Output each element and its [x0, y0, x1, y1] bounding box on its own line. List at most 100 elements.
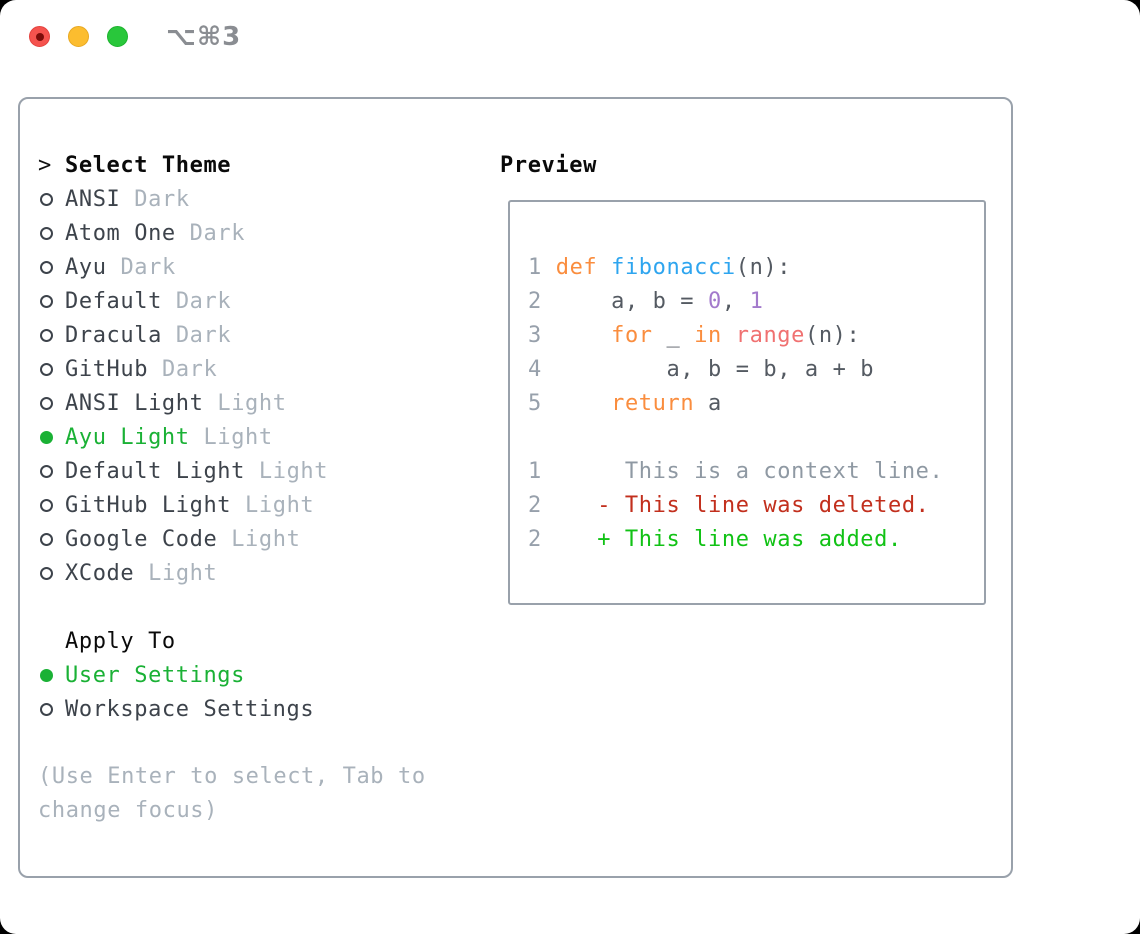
theme-item-ansi-dark[interactable]: ANSI Dark: [38, 182, 483, 216]
code-token: a: [694, 390, 722, 416]
theme-item-label: XCode: [65, 560, 135, 586]
theme-item-variant: Light: [148, 560, 218, 586]
apply-to-item-label: Workspace Settings: [65, 696, 315, 722]
radio-icon: [40, 702, 53, 716]
theme-item-github-dark[interactable]: GitHub Dark: [38, 352, 483, 386]
theme-item-label: Atom One: [65, 220, 176, 246]
theme-item-ayu-light[interactable]: Ayu Light Light: [38, 420, 483, 454]
diff-context-line: 1 This is a context line.: [528, 454, 984, 488]
code-token: def: [555, 254, 612, 280]
radio-selected-icon: [40, 668, 53, 682]
radio-icon: [40, 566, 53, 580]
diff-added-line: 2 + This line was added.: [528, 522, 984, 556]
keyboard-hint: (Use Enter to select, Tab to change focu…: [38, 764, 426, 823]
theme-item-label: Dracula: [65, 322, 162, 348]
code-token: (n):: [804, 322, 861, 348]
theme-item-variant: Dark: [175, 322, 232, 348]
theme-item-ayu-dark[interactable]: Ayu Dark: [38, 250, 483, 284]
code-token: a, b = b, a + b: [541, 356, 875, 382]
code-token: (n):: [735, 254, 792, 280]
code-token: [542, 255, 556, 280]
theme-item-variant: Dark: [161, 356, 218, 382]
pointer-icon: >: [38, 152, 52, 178]
close-dot-icon: [35, 32, 44, 41]
radio-icon: [40, 396, 53, 410]
theme-item-label: Ayu: [65, 254, 107, 280]
theme-item-atom-one-dark[interactable]: Atom One Dark: [38, 216, 483, 250]
theme-item-variant: Light: [217, 390, 287, 416]
apply-to-user-settings[interactable]: User Settings: [38, 658, 483, 692]
theme-item-dracula-dark[interactable]: Dracula Dark: [38, 318, 483, 352]
code-token: - This line was deleted.: [541, 492, 930, 518]
line-number: 3: [528, 322, 542, 348]
window-title: ⌥⌘3: [166, 22, 242, 52]
theme-item-label: Google Code: [65, 526, 218, 552]
code-token: This is a context line.: [541, 458, 944, 484]
line-number: 2: [528, 288, 542, 314]
code-token: fibonacci: [611, 254, 736, 280]
theme-picker-panel: > Select Theme ANSI Dark Atom One Dark A…: [18, 97, 1013, 878]
close-button-icon[interactable]: [29, 26, 50, 47]
theme-item-label: ANSI: [65, 186, 121, 212]
line-number: 5: [528, 390, 542, 416]
code-token: range: [735, 322, 805, 348]
apply-to-header: Apply To: [38, 624, 483, 658]
code-token: for: [611, 322, 653, 348]
radio-icon: [40, 328, 53, 342]
preview-header: Preview: [500, 152, 597, 178]
code-line: 2 a, b = 0, 1: [528, 284, 984, 318]
code-line: 1 def fibonacci(n):: [528, 250, 984, 284]
theme-item-default-dark[interactable]: Default Dark: [38, 284, 483, 318]
theme-item-default-light[interactable]: Default Light Light: [38, 454, 483, 488]
section-gap: [38, 726, 483, 760]
maximize-button-icon[interactable]: [107, 26, 128, 47]
preview-section: Preview 1 def fibonacci(n): 2 a, b = 0, …: [500, 148, 986, 605]
apply-to-workspace-settings[interactable]: Workspace Settings: [38, 692, 483, 726]
radio-icon: [40, 498, 53, 512]
theme-item-variant: Light: [258, 458, 329, 484]
code-line: 4 a, b = b, a + b: [528, 352, 984, 386]
theme-item-variant: Dark: [175, 288, 232, 314]
radio-icon: [40, 294, 53, 308]
code-token: + This line was added.: [541, 526, 902, 552]
code-token: a, b =: [541, 288, 709, 314]
code-line-blank: [528, 420, 984, 454]
theme-item-google-code[interactable]: Google Code Light: [38, 522, 483, 556]
section-gap: [38, 590, 483, 624]
theme-item-ansi-light[interactable]: ANSI Light Light: [38, 386, 483, 420]
traffic-lights: [29, 26, 128, 47]
line-number: 4: [528, 356, 542, 382]
radio-icon: [40, 260, 53, 274]
theme-item-xcode[interactable]: XCode Light: [38, 556, 483, 590]
theme-item-github-light[interactable]: GitHub Light Light: [38, 488, 483, 522]
code-line: 5 return a: [528, 386, 984, 420]
line-number: 2: [528, 492, 542, 518]
theme-item-variant: Light: [231, 526, 301, 552]
diff-deleted-line: 2 - This line was deleted.: [528, 488, 984, 522]
radio-icon: [40, 192, 53, 206]
theme-item-variant: Dark: [134, 186, 190, 212]
theme-item-label: Ayu Light: [65, 424, 190, 450]
radio-selected-icon: [40, 430, 53, 444]
code-token: ,: [721, 288, 750, 314]
radio-icon: [40, 464, 53, 478]
line-number: 1: [528, 458, 542, 484]
select-theme-header-label: Select Theme: [65, 152, 232, 178]
code-token: [542, 391, 611, 416]
radio-icon: [40, 362, 53, 376]
code-token: [722, 323, 736, 348]
preview-code-box: 1 def fibonacci(n): 2 a, b = 0, 1 3 for …: [508, 200, 986, 605]
apply-to-item-label: User Settings: [65, 662, 245, 688]
theme-item-label: Default: [65, 288, 162, 314]
theme-item-variant: Light: [245, 492, 315, 518]
code-token: _: [652, 322, 695, 348]
code-token: 1: [749, 288, 764, 314]
theme-item-label: GitHub Light: [65, 492, 232, 518]
select-theme-header: > Select Theme: [38, 148, 483, 182]
minimize-button-icon[interactable]: [68, 26, 89, 47]
radio-icon: [40, 532, 53, 546]
code-token: in: [694, 322, 722, 348]
line-number: 1: [528, 254, 542, 280]
code-token: return: [611, 390, 695, 416]
